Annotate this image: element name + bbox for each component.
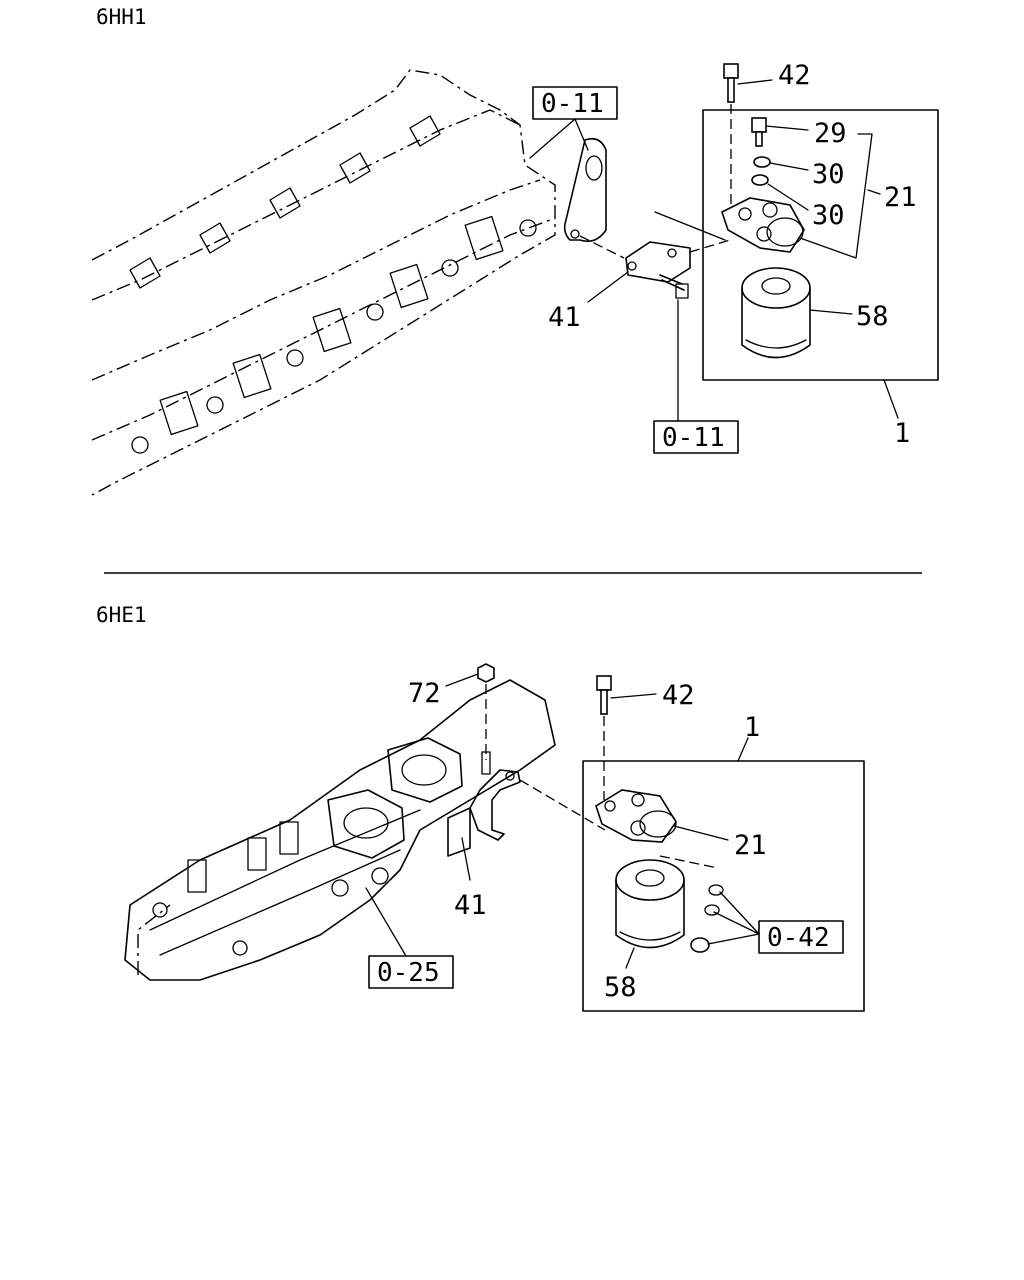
ref-manifold-leader bbox=[365, 887, 407, 957]
ref-fittings: 0-42 bbox=[767, 923, 830, 953]
section-title-6he1: 6HE1 bbox=[96, 603, 147, 627]
callout-21: 21 bbox=[884, 182, 917, 213]
ref-top-leaders bbox=[529, 118, 589, 159]
bolt-42b-part bbox=[596, 675, 612, 715]
bracket-plate bbox=[563, 137, 607, 243]
bracket-21 bbox=[799, 133, 873, 259]
stud-part bbox=[481, 751, 491, 775]
section-title-6hh1: 6HH1 bbox=[96, 5, 147, 29]
assembly-box-1 bbox=[702, 109, 939, 381]
ref-top: 0-11 bbox=[541, 89, 604, 119]
ref-box-bottom bbox=[653, 420, 739, 454]
leader-58b bbox=[625, 947, 635, 969]
leader-30a bbox=[769, 162, 809, 171]
callout-42b: 42 bbox=[662, 680, 695, 711]
oil-filter-b-part bbox=[615, 859, 685, 949]
bolt-29-part bbox=[751, 117, 767, 147]
leader-plate bbox=[579, 235, 625, 259]
callout-58: 58 bbox=[856, 301, 889, 332]
callout-72: 72 bbox=[408, 678, 441, 709]
washer-2 bbox=[751, 174, 769, 186]
callout-1: 1 bbox=[894, 418, 910, 449]
leader-72 bbox=[445, 673, 479, 687]
leader-41b bbox=[461, 837, 471, 881]
ref-manifold: 0-25 bbox=[377, 958, 440, 988]
leader-1 bbox=[883, 379, 899, 419]
ref-bottom: 0-11 bbox=[662, 423, 725, 453]
callout-21b: 21 bbox=[734, 830, 767, 861]
leader-bracket bbox=[689, 239, 731, 253]
engine-block-illustration bbox=[91, 69, 556, 496]
ref-box-manifold bbox=[368, 955, 454, 989]
assembly-box-1b bbox=[582, 760, 865, 1012]
callout-1b: 1 bbox=[744, 712, 760, 743]
leader-58 bbox=[809, 309, 853, 315]
leader-bracket-b bbox=[519, 779, 606, 831]
callout-58b: 58 bbox=[604, 972, 637, 1003]
exhaust-manifold-illustration bbox=[124, 679, 556, 981]
bolt-42-part bbox=[723, 63, 739, 103]
callout-42: 42 bbox=[778, 60, 811, 91]
nut-72-part bbox=[477, 663, 495, 683]
leader-29 bbox=[765, 125, 809, 131]
callout-41: 41 bbox=[548, 302, 581, 333]
callout-41b: 41 bbox=[454, 890, 487, 921]
washer-1 bbox=[753, 156, 771, 168]
leader-head bbox=[654, 211, 726, 241]
leader-42b bbox=[610, 693, 657, 699]
callout-30b: 30 bbox=[812, 200, 845, 231]
leader-21b bbox=[673, 825, 729, 841]
bracket-41b-part bbox=[447, 769, 521, 857]
leader-21 bbox=[867, 189, 881, 195]
ref-fittings-leaders bbox=[707, 891, 760, 945]
leader-42 bbox=[737, 79, 773, 85]
leader-30b bbox=[767, 183, 809, 211]
filter-head-part bbox=[721, 197, 805, 253]
filter-head-b-part bbox=[595, 789, 677, 843]
leader-1b bbox=[737, 737, 749, 762]
oil-filter-part bbox=[741, 267, 811, 359]
bracket-41-part bbox=[625, 241, 691, 299]
callout-30a: 30 bbox=[812, 159, 845, 190]
leader-fittings bbox=[659, 855, 719, 869]
ref-box-fittings bbox=[758, 920, 844, 954]
fittings-part bbox=[690, 884, 724, 953]
callout-29: 29 bbox=[814, 118, 847, 149]
leader-41 bbox=[587, 271, 629, 303]
